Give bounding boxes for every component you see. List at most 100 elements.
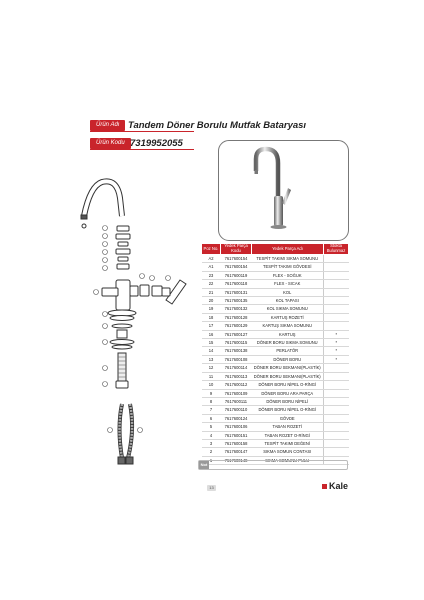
cell-part-code: 7617600106 [220,422,252,432]
cell-out-of-stock: * [323,338,349,348]
cell-pos-no: 6 [201,414,221,424]
cell-part-name: DÖNER BORU ARA PARÇA [251,389,324,398]
code-underline [90,149,194,150]
brand-name: Kale [329,481,349,491]
cell-part-name: GÖVDE [251,414,324,424]
cell-part-name: FLEX - SICAK [251,279,324,289]
cell-out-of-stock [323,414,349,424]
cell-part-name: PERLATÖR [251,346,324,356]
cell-pos-no: 13 [201,355,221,365]
cell-part-name: DÖNER BORU SEKMANI(PLASTİK) [251,363,324,373]
cell-out-of-stock [323,389,349,398]
cell-part-name: TABAN ROZETİ [251,422,324,432]
cell-pos-no: 12 [201,363,221,373]
cell-part-code: 7617600108 [220,355,252,365]
product-code-label: Ürün Kodu [90,138,131,149]
cell-part-name: DÖNER BORU NİPEL O-RİNGİ [251,380,324,390]
cell-pos-no: 22 [201,279,221,289]
cell-part-code: 7617600147 [220,447,252,457]
cell-pos-no: 4 [201,431,221,440]
cell-part-code: 7617600115 [220,338,252,348]
cell-out-of-stock [323,304,349,314]
cell-out-of-stock [323,262,349,272]
cell-part-code: 7617600131 [220,288,252,298]
cell-pos-no: 20 [201,296,221,306]
cell-part-name: SIKMA SOMUN CONTASI [251,447,324,457]
name-underline [90,131,194,132]
cell-part-name: KOL TAPASI [251,296,324,306]
header-part-name: Yedek Parça Adı [251,243,324,255]
cell-part-code: 7617600154 [220,262,252,272]
cell-pos-no: 17 [201,321,221,331]
product-name: Tandem Döner Borulu Mutfak Bataryası [128,120,307,131]
cell-part-code: 7617600129 [220,321,252,331]
cell-pos-no: A1 [201,262,221,272]
header-pos-no: Poz No. [201,243,221,255]
cell-out-of-stock [323,447,349,457]
cell-out-of-stock [323,405,349,415]
cell-out-of-stock [323,372,349,382]
cell-part-code: 7617600124 [220,414,252,424]
cell-part-code: 7617600132 [220,304,252,314]
cell-part-name: KARTUŞ ROZETİ [251,313,324,323]
cell-pos-no: 10 [201,380,221,390]
note-box: Not [198,460,348,470]
cell-part-code: 7617600138 [220,346,252,356]
cell-pos-no: 21 [201,288,221,298]
cell-part-code: 7617600111 [220,397,252,407]
cell-out-of-stock [323,380,349,390]
cell-pos-no: 16 [201,330,221,340]
parts-table: Poz No. Yedek Parça Kodu Yedek Parça Adı… [201,243,349,466]
cell-part-code: 7617600112 [220,380,252,390]
cell-part-code: 7617600109 [220,389,252,398]
cell-pos-no: 19 [201,304,221,314]
cell-out-of-stock [323,431,349,440]
cell-part-name: TESPİT TAKIMI GÖVDESİ [251,262,324,272]
cell-part-code: 7617600119 [220,271,252,281]
cell-out-of-stock [323,422,349,432]
cell-part-code: 7617600151 [220,431,252,440]
note-label: Not [199,461,209,469]
cell-part-code: 7617600110 [220,405,252,415]
cell-part-name: TESPİT TAKIMI SIKMA SOMUNU [251,254,324,264]
cell-out-of-stock [323,439,349,449]
cell-part-name: FLEX - SOĞUK [251,271,324,281]
cell-pos-no: 8 [201,397,221,407]
cell-part-name: DÖNER BORU NİPEL O-RİNGİ [251,405,324,415]
cell-part-name: DÖNER BORU SEKMANI(PLASTİK) [251,372,324,382]
cell-pos-no: 23 [201,271,221,281]
cell-out-of-stock [323,279,349,289]
cell-part-name: KOL [251,288,324,298]
cell-part-name: TABAN ROZET O-RİNGİ [251,431,324,440]
table-header-row: Poz No. Yedek Parça Kodu Yedek Parça Adı… [201,243,349,255]
cell-out-of-stock [323,271,349,281]
cell-pos-no: 18 [201,313,221,323]
cell-pos-no: 7 [201,405,221,415]
product-photo-box [218,140,349,241]
cell-part-code: 7617600118 [220,279,252,289]
cell-out-of-stock: * [323,330,349,340]
kale-logo-mark-icon [322,483,327,489]
page-number: 13 [207,485,216,491]
cell-part-name: KARTUŞ SIKMA SOMUNU [251,321,324,331]
cell-out-of-stock [323,397,349,407]
